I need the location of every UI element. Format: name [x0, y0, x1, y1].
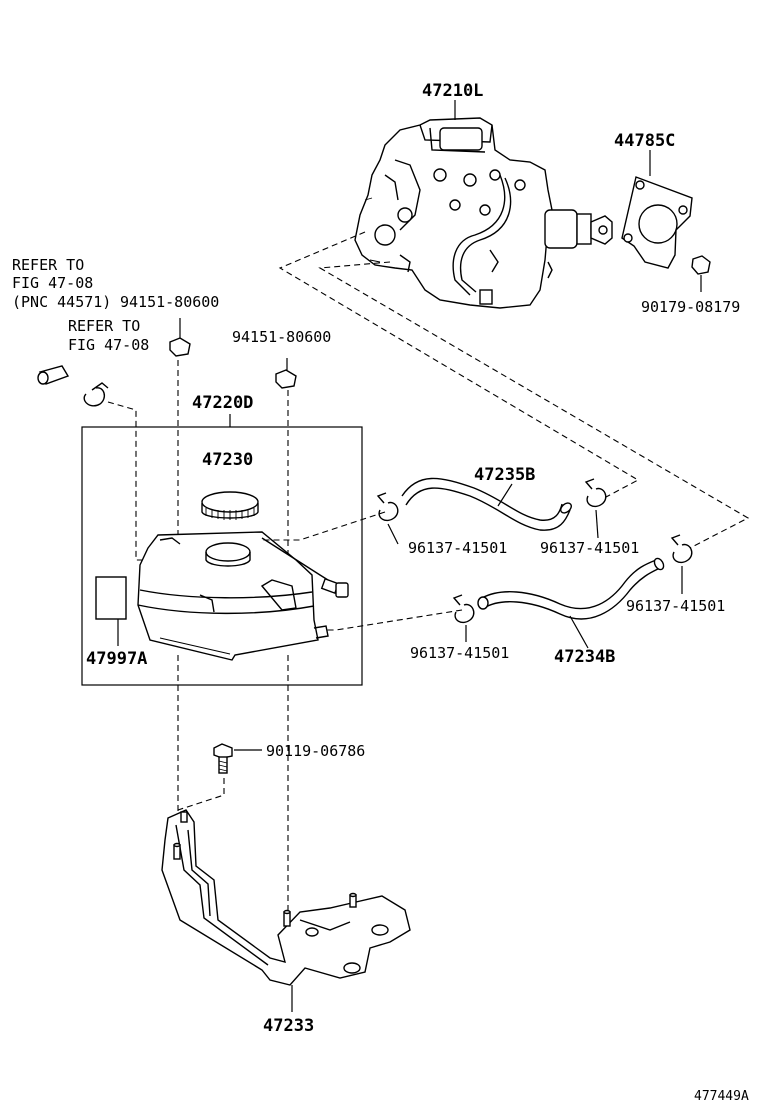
route-line-left: [107, 401, 145, 561]
reservoir-cap: [201, 491, 259, 520]
label-bolt-bracket: 90119-06786: [266, 742, 365, 760]
label-gasket: 44785C: [614, 131, 675, 151]
nut-top: [691, 255, 711, 292]
route-line-bolt: [177, 778, 225, 811]
hose-lower: [477, 557, 665, 620]
gasket: [621, 176, 693, 269]
label-plate: [95, 576, 127, 620]
label-clip-b: 94151-80600: [232, 328, 331, 346]
reservoir-tank: [137, 531, 349, 661]
label-booster-assy: 47210L: [422, 81, 483, 101]
label-bracket: 47233: [263, 1016, 314, 1036]
label-label-plate: 47997A: [86, 649, 147, 669]
hose-clamp-1: [376, 492, 399, 522]
label-cap: 47230: [202, 450, 253, 470]
reservoir-group-frame: [81, 426, 363, 686]
route-line-upper: [278, 231, 640, 498]
label-reservoir-assy: 47220D: [192, 393, 253, 413]
label-refer-1-line2: FIG 47-08: [12, 274, 93, 292]
label-refer-2-line2: FIG 47-08: [68, 336, 149, 354]
route-line-lower-hose: [326, 609, 463, 631]
label-bolt-top: 90179-08179: [641, 298, 740, 316]
hose-clamp-4: [452, 594, 475, 624]
clip-left: [83, 382, 109, 407]
label-figure-id: 477449A: [694, 1089, 749, 1104]
label-clamp-1: 96137-41501: [408, 539, 507, 557]
route-line-upper-hose: [262, 511, 386, 541]
hose-clamp-2: [584, 478, 607, 508]
label-clamp-4: 96137-41501: [410, 644, 509, 662]
clip-nut-a: [169, 318, 191, 357]
reservoir-bracket: [161, 809, 411, 986]
label-refer-2-line1: REFER TO: [68, 317, 140, 335]
label-refer-1-line3: (PNC 44571): [12, 293, 111, 311]
label-clamp-3: 96137-41501: [626, 597, 725, 615]
hose-stub-left: [37, 365, 70, 385]
bolt-bracket: [213, 743, 233, 774]
brake-actuator-assembly: [354, 117, 613, 309]
label-clamp-2: 96137-41501: [540, 539, 639, 557]
label-clip-a: 94151-80600: [120, 293, 219, 311]
label-hose-upper: 47235B: [474, 465, 535, 485]
route-line-lower: [318, 261, 750, 549]
hose-clamp-3: [670, 534, 693, 564]
label-hose-lower: 47234B: [554, 647, 615, 667]
hose-upper: [401, 477, 572, 531]
clip-nut-b: [275, 358, 297, 389]
label-refer-1-line1: REFER TO: [12, 256, 84, 274]
